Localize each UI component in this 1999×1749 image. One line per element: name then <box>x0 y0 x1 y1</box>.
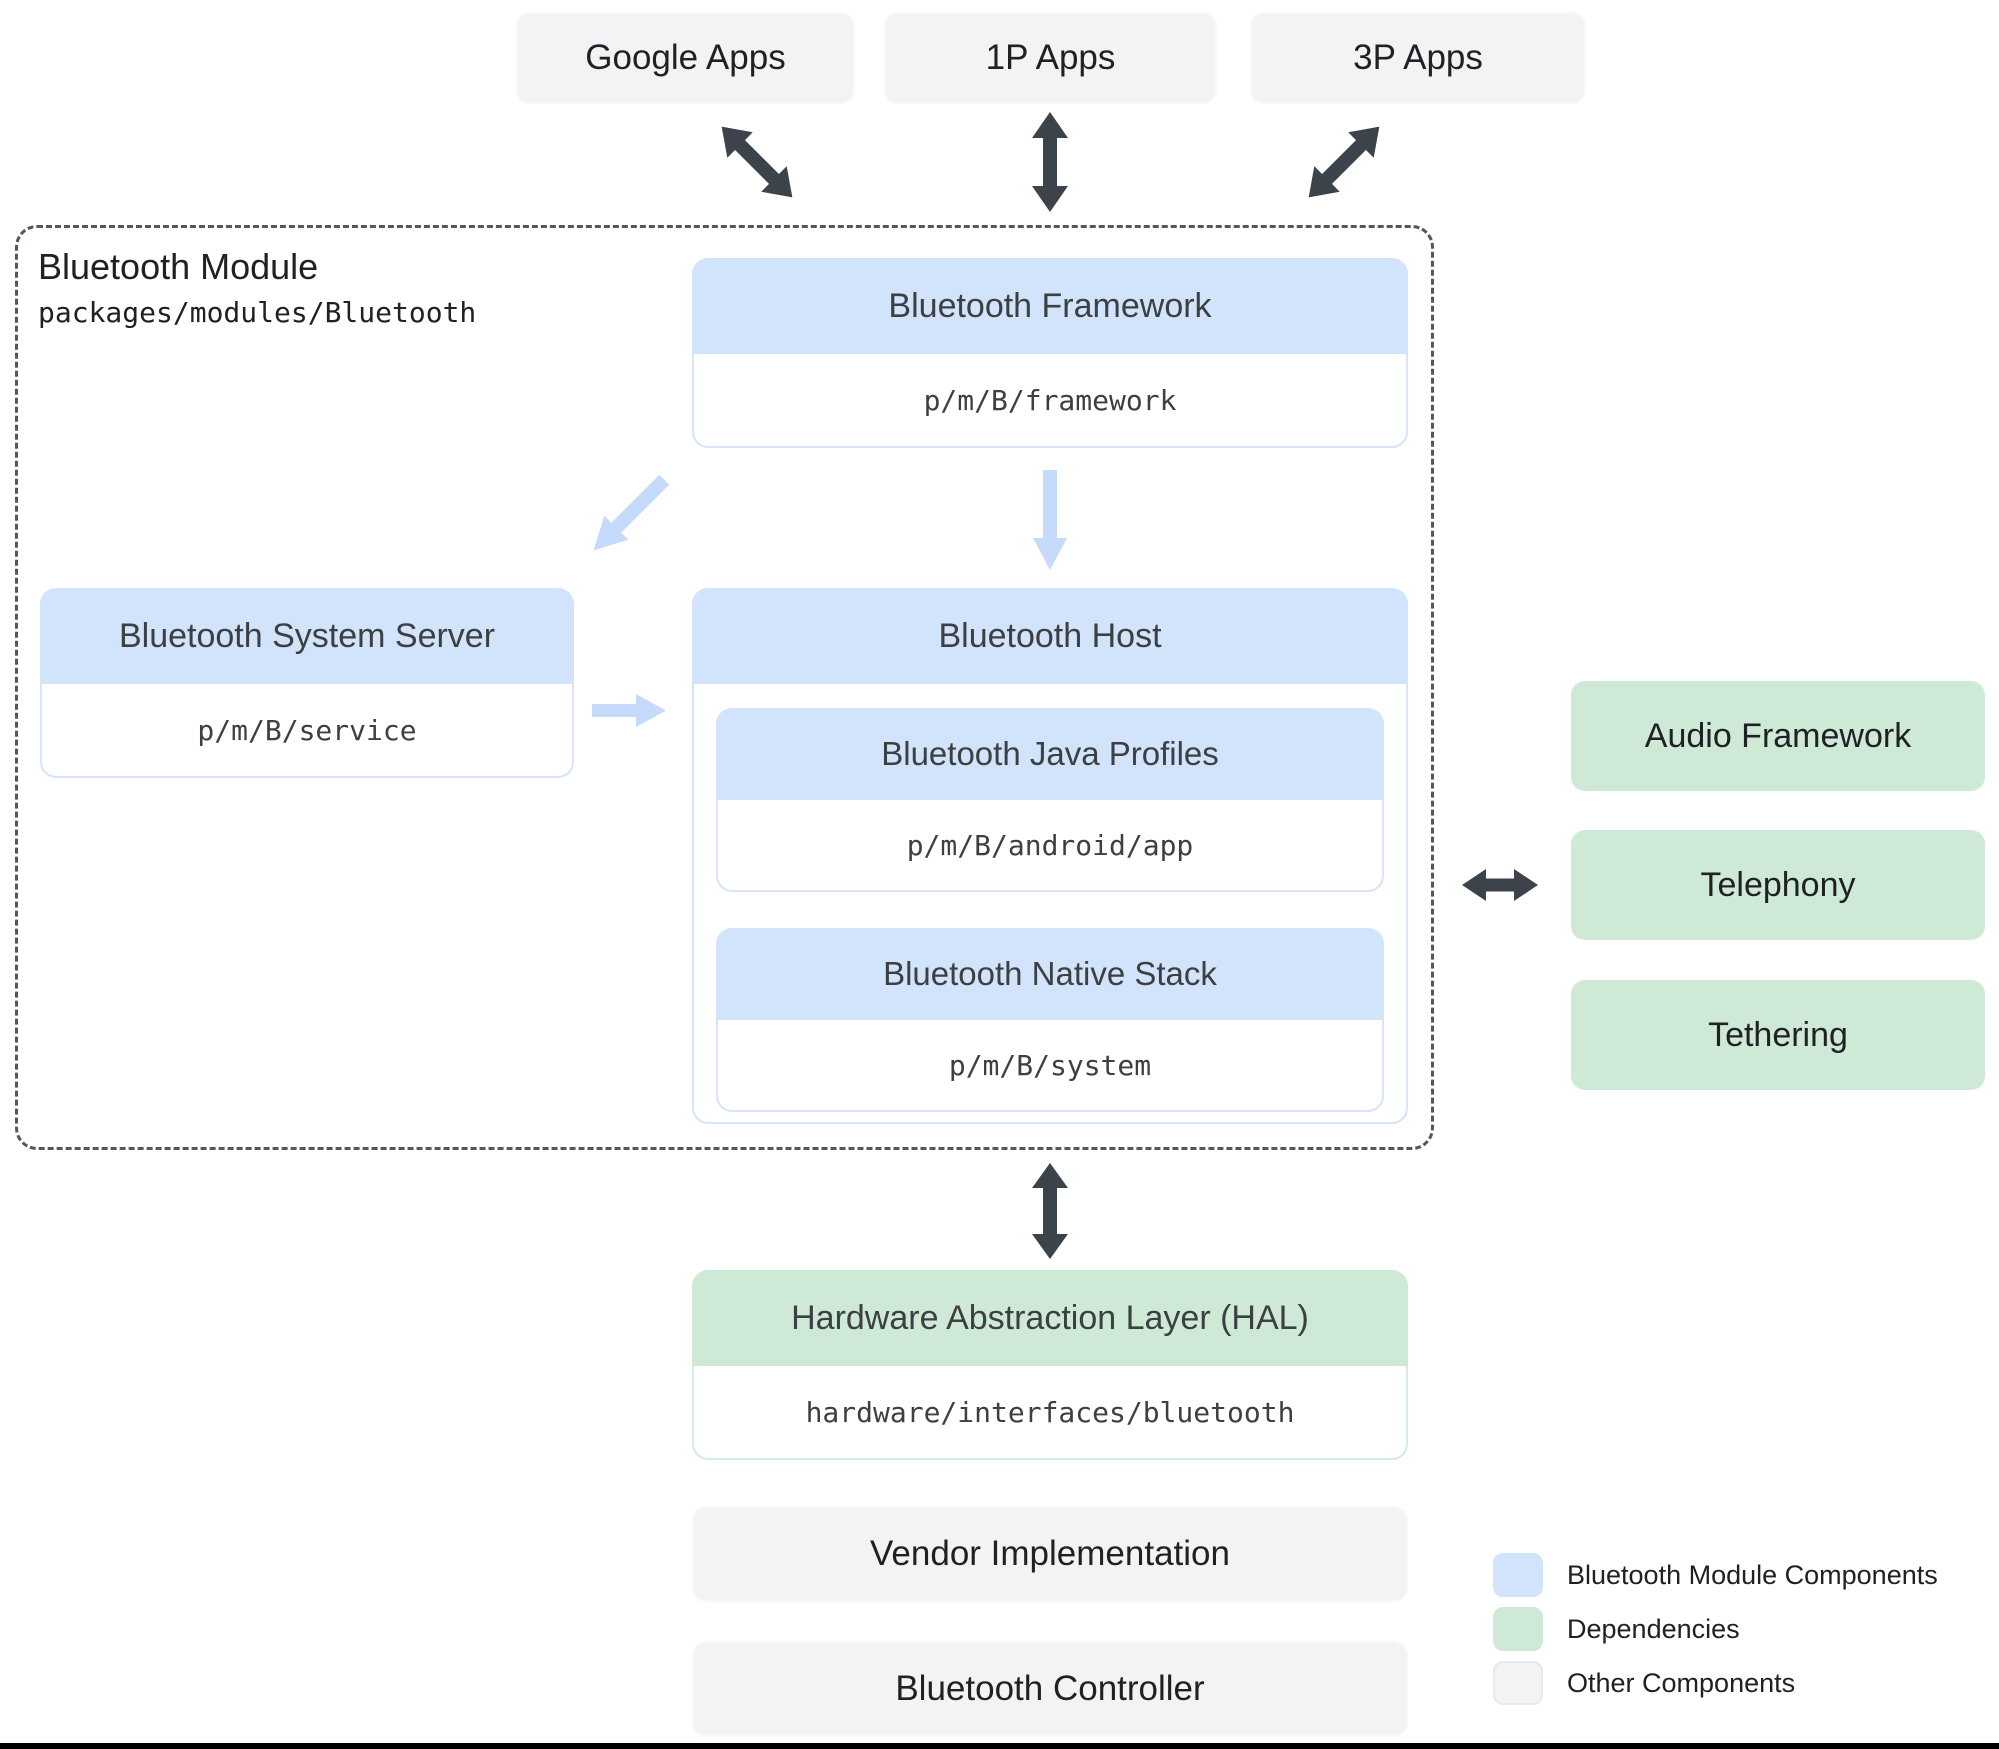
telephony-label: Telephony <box>1700 865 1856 904</box>
vendor-implementation-box: Vendor Implementation <box>692 1506 1408 1602</box>
bluetooth-java-profiles-header: Bluetooth Java Profiles <box>716 708 1384 800</box>
bottom-edge-bar <box>0 1743 1999 1749</box>
bluetooth-controller-box: Bluetooth Controller <box>692 1641 1408 1737</box>
bluetooth-java-profiles-box: Bluetooth Java Profiles p/m/B/android/ap… <box>716 708 1384 892</box>
bluetooth-host-title: Bluetooth Host <box>938 616 1162 655</box>
first-party-apps-box: 1P Apps <box>884 12 1217 104</box>
bluetooth-module-path: packages/modules/Bluetooth <box>38 296 477 329</box>
bluetooth-host-body: Bluetooth Java Profiles p/m/B/android/ap… <box>692 684 1408 1124</box>
legend-row-other-components: Other Components <box>1493 1661 1795 1705</box>
legend-label-other-components: Other Components <box>1567 1667 1796 1698</box>
bluetooth-module-title: Bluetooth Module <box>38 246 319 287</box>
third-party-apps-module-doublearrow-icon <box>1308 126 1380 198</box>
bluetooth-framework-box: Bluetooth Framework p/m/B/framework <box>692 258 1408 448</box>
framework-to-host-arrow-icon <box>1033 470 1067 570</box>
bluetooth-framework-title: Bluetooth Framework <box>888 286 1212 325</box>
tethering-box: Tethering <box>1571 980 1985 1090</box>
legend-swatch-module-components <box>1493 1553 1543 1597</box>
hal-path-body: hardware/interfaces/bluetooth <box>692 1366 1408 1460</box>
bluetooth-framework-header: Bluetooth Framework <box>692 258 1408 354</box>
google-apps-module-doublearrow-icon <box>721 126 793 198</box>
hal-header: Hardware Abstraction Layer (HAL) <box>692 1270 1408 1366</box>
legend-row-module-components: Bluetooth Module Components <box>1493 1553 1938 1597</box>
hal-path: hardware/interfaces/bluetooth <box>805 1395 1295 1429</box>
bluetooth-framework-path: p/m/B/framework <box>923 383 1177 417</box>
bluetooth-framework-path-body: p/m/B/framework <box>692 354 1408 448</box>
hal-box: Hardware Abstraction Layer (HAL) hardwar… <box>692 1270 1408 1460</box>
telephony-box: Telephony <box>1571 830 1985 940</box>
audio-framework-label: Audio Framework <box>1644 716 1912 755</box>
legend-swatch-other-components <box>1493 1661 1543 1705</box>
legend-label-dependencies: Dependencies <box>1567 1613 1740 1644</box>
bluetooth-java-profiles-path-body: p/m/B/android/app <box>716 800 1384 892</box>
bluetooth-module-container <box>15 225 1434 1150</box>
bluetooth-native-stack-title: Bluetooth Native Stack <box>883 955 1217 992</box>
framework-to-system-server-arrow-icon <box>593 474 670 551</box>
module-hal-doublearrow-icon <box>1032 1163 1068 1259</box>
bluetooth-java-profiles-title: Bluetooth Java Profiles <box>881 735 1219 772</box>
tethering-label: Tethering <box>1708 1015 1848 1054</box>
first-party-apps-module-doublearrow-icon <box>1032 112 1068 212</box>
bluetooth-native-stack-box: Bluetooth Native Stack p/m/B/system <box>716 928 1384 1112</box>
bluetooth-native-stack-path: p/m/B/system <box>948 1048 1152 1082</box>
vendor-implementation-label: Vendor Implementation <box>870 1534 1230 1573</box>
bluetooth-system-server-path-body: p/m/B/service <box>40 684 574 778</box>
bluetooth-java-profiles-path: p/m/B/android/app <box>906 828 1194 862</box>
bluetooth-host-header: Bluetooth Host <box>692 588 1408 684</box>
bluetooth-system-server-title: Bluetooth System Server <box>118 616 496 655</box>
third-party-apps-label: 3P Apps <box>1353 38 1483 77</box>
legend-label-module-components: Bluetooth Module Components <box>1567 1559 1938 1590</box>
third-party-apps-box: 3P Apps <box>1250 12 1586 104</box>
bluetooth-controller-label: Bluetooth Controller <box>895 1669 1205 1708</box>
bluetooth-system-server-path: p/m/B/service <box>197 713 417 747</box>
bluetooth-host-box: Bluetooth Host Bluetooth Java Profiles p… <box>692 588 1408 1124</box>
bluetooth-native-stack-path-body: p/m/B/system <box>716 1020 1384 1112</box>
legend-row-dependencies: Dependencies <box>1493 1607 1740 1651</box>
legend-swatch-dependencies <box>1493 1607 1543 1651</box>
hal-title: Hardware Abstraction Layer (HAL) <box>791 1298 1309 1337</box>
first-party-apps-label: 1P Apps <box>985 38 1116 77</box>
module-dependencies-doublearrow-icon <box>1462 869 1538 901</box>
bluetooth-system-server-box: Bluetooth System Server p/m/B/service <box>40 588 574 778</box>
bluetooth-native-stack-header: Bluetooth Native Stack <box>716 928 1384 1020</box>
system-server-to-host-arrow-icon <box>592 694 666 727</box>
audio-framework-box: Audio Framework <box>1571 681 1985 791</box>
google-apps-box: Google Apps <box>516 12 855 104</box>
google-apps-label: Google Apps <box>585 38 786 77</box>
bluetooth-system-server-header: Bluetooth System Server <box>40 588 574 684</box>
